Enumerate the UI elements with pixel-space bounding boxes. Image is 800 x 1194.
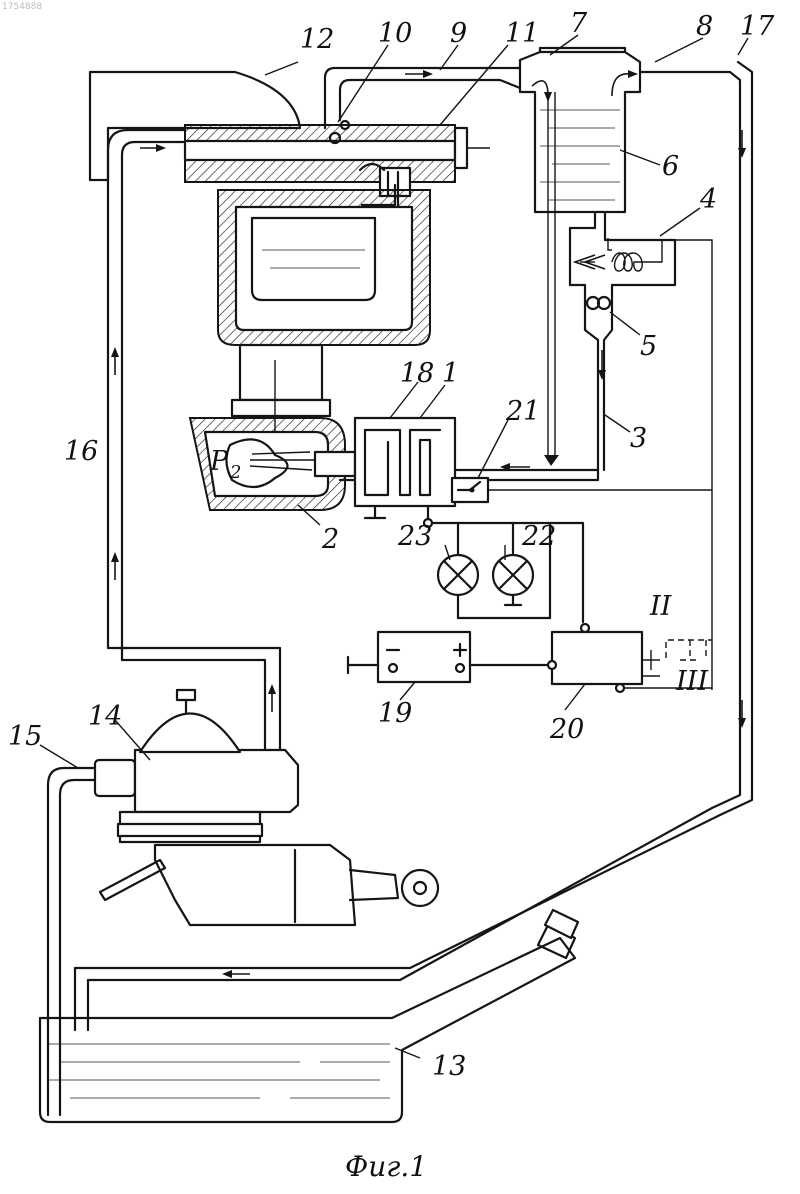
label-12: 12 xyxy=(300,24,334,55)
label-pressure-sub: 2 xyxy=(229,462,241,483)
label-10: 10 xyxy=(378,18,412,49)
suction-line-15 xyxy=(48,768,95,1115)
label-15: 15 xyxy=(8,721,42,752)
label-4: 4 xyxy=(699,184,717,215)
label-11: 11 xyxy=(505,18,539,49)
label-19: 19 xyxy=(378,698,412,729)
lamp-23 xyxy=(438,555,478,595)
label-1: 1 xyxy=(442,358,459,389)
figure-caption: Фиг.1 xyxy=(345,1150,427,1183)
label-17: 17 xyxy=(740,11,775,42)
label-21: 21 xyxy=(505,396,540,427)
label-20: 20 xyxy=(549,714,584,745)
label-13: 13 xyxy=(432,1051,466,1082)
label-pressure: P xyxy=(209,446,229,477)
label-9: 9 xyxy=(450,18,467,49)
label-23: 23 xyxy=(397,521,432,552)
label-roman-2: II xyxy=(649,591,673,622)
label-22: 22 xyxy=(521,521,556,552)
engine-cylinder xyxy=(218,185,430,440)
label-16: 16 xyxy=(64,436,98,467)
battery-19 xyxy=(348,632,548,682)
label-18: 18 xyxy=(400,358,434,389)
label-2: 2 xyxy=(321,524,339,555)
label-6: 6 xyxy=(662,151,679,182)
label-3: 3 xyxy=(630,423,647,454)
label-14: 14 xyxy=(88,701,122,732)
label-roman-3: III xyxy=(675,666,709,697)
lamp-22 xyxy=(493,555,533,595)
fuel-tank-13 xyxy=(40,910,578,1122)
label-7: 7 xyxy=(570,8,588,39)
label-8: 8 xyxy=(696,11,713,42)
corner-mark: 1754888 xyxy=(2,2,42,12)
switch-21 xyxy=(452,478,712,502)
label-5: 5 xyxy=(640,331,657,362)
